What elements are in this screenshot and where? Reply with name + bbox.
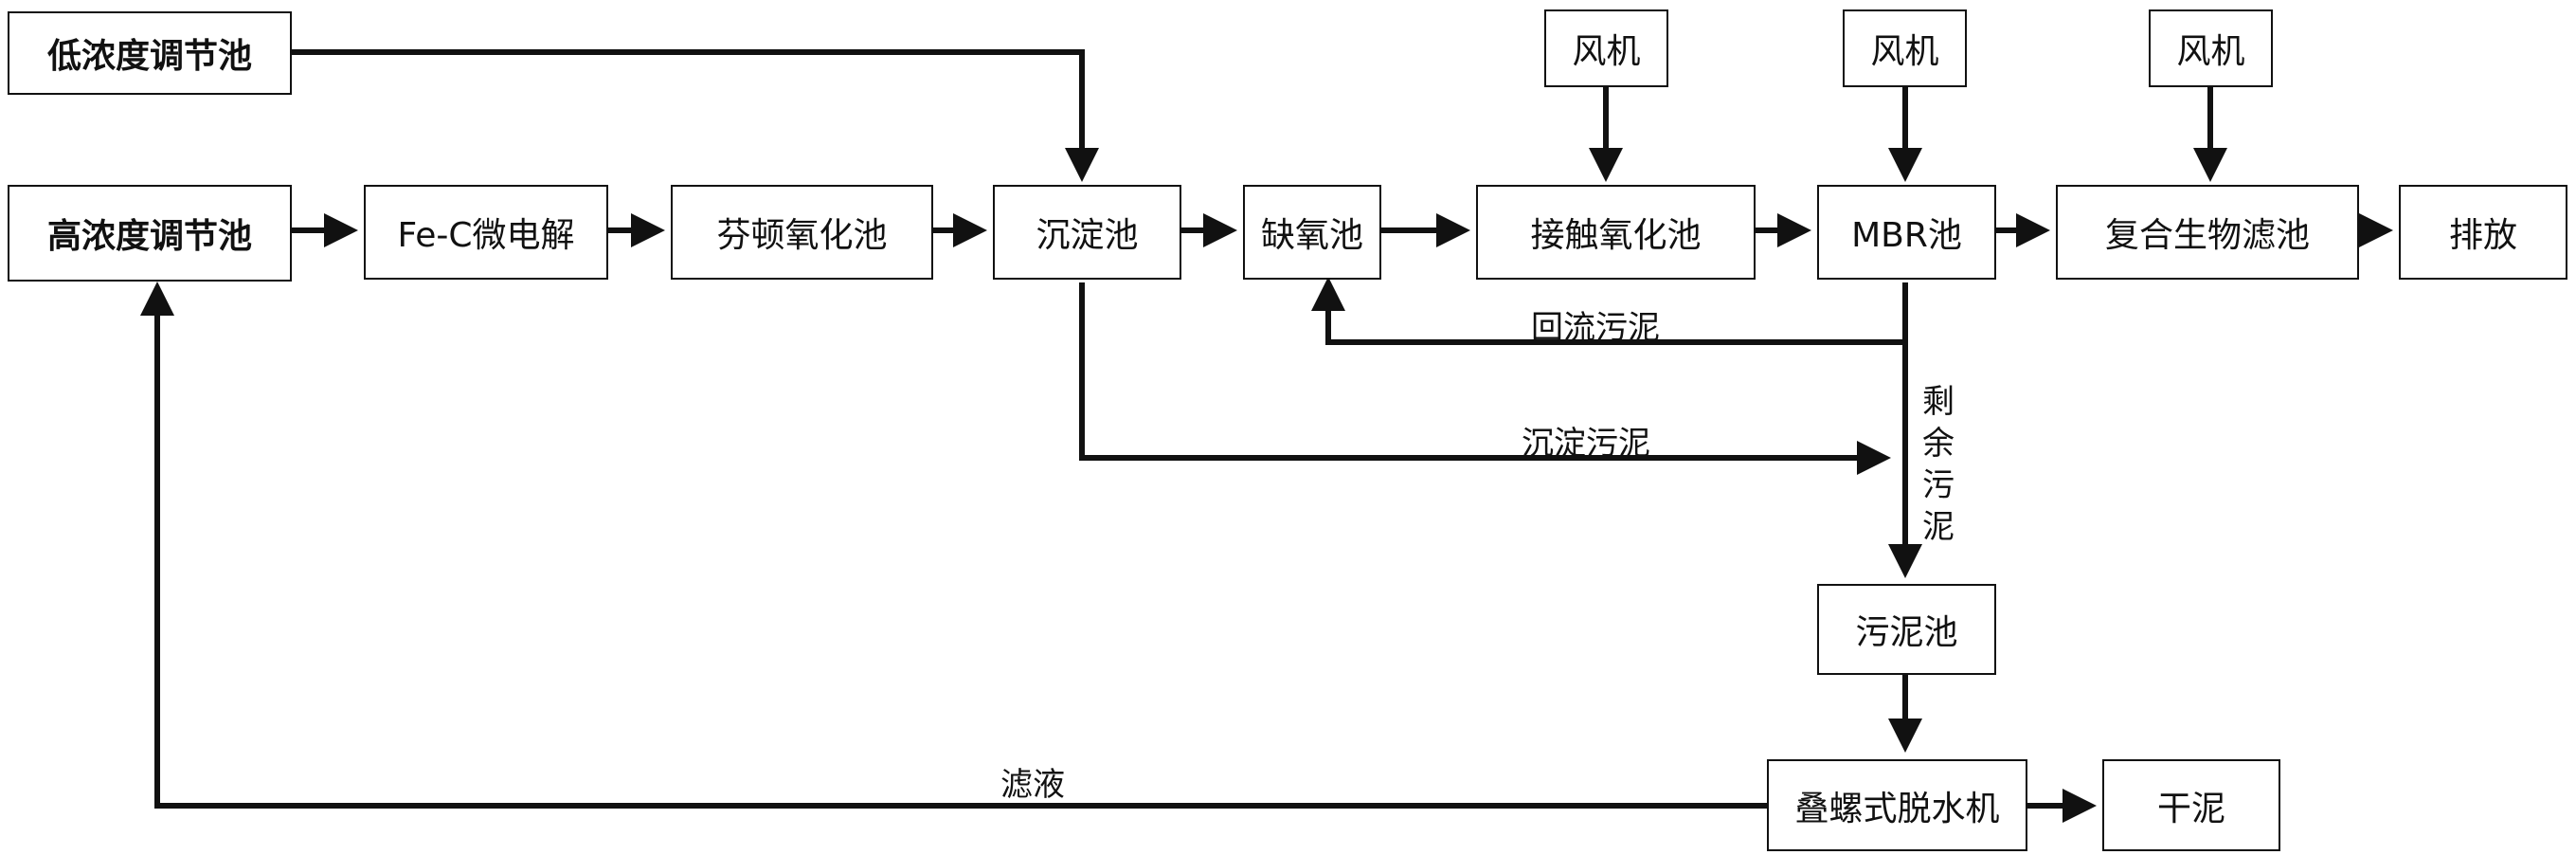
label-return-sludge: 回流污泥 [1531,309,1660,347]
arrow-filtrate [140,282,1767,809]
label-settled-sludge: 沉淀污泥 [1522,425,1650,463]
node-bio-filter: 复合生物滤池 [2056,185,2359,280]
node-screw-dewater: 叠螺式脱水机 [1767,759,2027,851]
node-fe-c-electrolysis: Fe-C微电解 [364,185,608,280]
label-filtrate: 滤液 [1000,766,1065,804]
node-anoxic-tank: 缺氧池 [1243,185,1381,280]
node-blower-2: 风机 [1843,9,1967,87]
arrow-low-to-sed [292,49,1099,182]
node-sludge-tank: 污泥池 [1817,584,1996,675]
label-excess-sludge: 剩余污泥 [1922,383,1955,546]
arrow-return-sludge [1311,277,1905,345]
node-contact-oxidation-tank: 接触氧化池 [1476,185,1756,280]
node-discharge: 排放 [2399,185,2567,280]
node-low-conc-tank: 低浓度调节池 [8,11,292,95]
node-dry-sludge: 干泥 [2102,759,2280,851]
arrow-settled-sludge [1079,282,1891,475]
node-high-conc-tank: 高浓度调节池 [8,185,292,282]
node-blower-3: 风机 [2149,9,2273,87]
node-sedimentation-tank: 沉淀池 [993,185,1181,280]
node-blower-1: 风机 [1544,9,1668,87]
node-mbr-tank: MBR池 [1817,185,1996,280]
node-fenton-tank: 芬顿氧化池 [671,185,933,280]
